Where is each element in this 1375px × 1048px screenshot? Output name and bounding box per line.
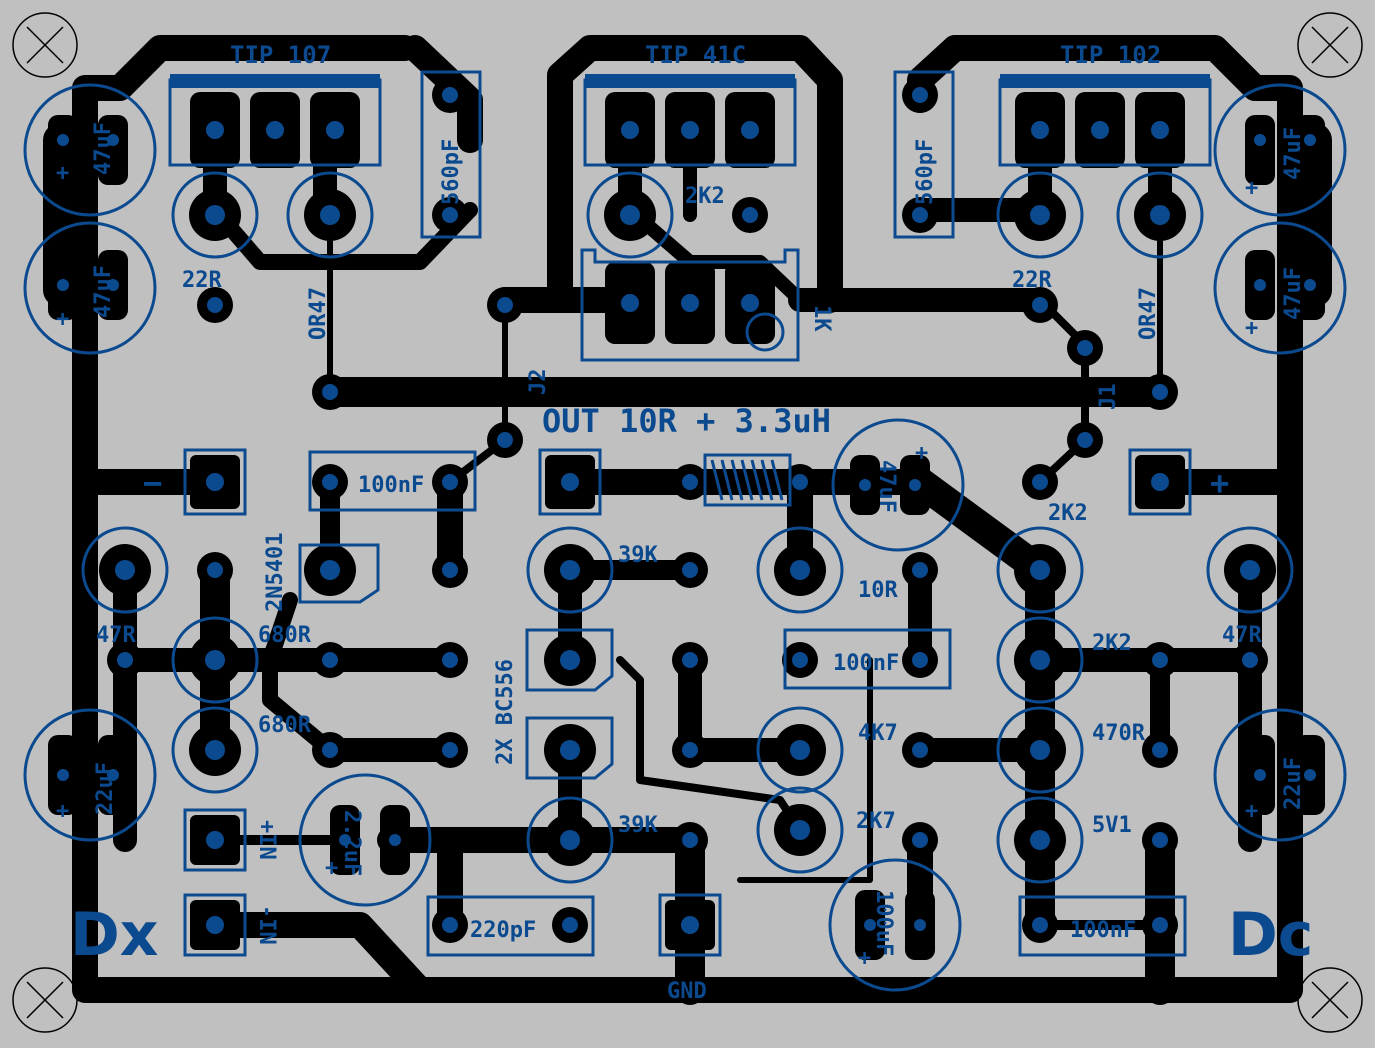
label-tip107: TIP 107: [230, 41, 331, 69]
label-plus-supply: +: [1210, 464, 1229, 502]
label-2-2uf: 2.2uF: [339, 810, 364, 876]
label-22uf-right: 22uF: [1281, 757, 1306, 810]
label-22uf-left: 22uF: [93, 762, 118, 815]
polarity-plus-tl1: +: [56, 161, 69, 186]
label-or47-right: OR47: [1136, 287, 1161, 340]
label-2k2-top: 2K2: [685, 184, 725, 209]
polarity-plus-br: +: [1245, 799, 1258, 824]
label-47uf-tr2: 47uF: [1281, 267, 1306, 320]
label-39k-bottom: 39K: [618, 813, 658, 838]
label-100nf-mid: 100nF: [833, 651, 899, 676]
polarity-plus-bl: +: [56, 799, 69, 824]
silkscreen-labels: TIP 107 TIP 41C TIP 102 560pF 560pF 22R …: [56, 41, 1313, 1004]
polarity-plus-tr2: +: [1245, 316, 1258, 341]
label-560pf-right: 560pF: [913, 139, 938, 205]
label-2k2-right2: 2K2: [1092, 631, 1132, 656]
label-dc: Dc: [1228, 900, 1313, 970]
label-or47-left: OR47: [306, 287, 331, 340]
label-out: OUT 10R + 3.3uH: [542, 402, 831, 440]
polarity-plus-100uf: +: [858, 946, 871, 971]
pad-holes: [57, 87, 1316, 934]
polarity-plus-tl2: +: [56, 307, 69, 332]
silkscreen-outlines: [23, 70, 1347, 992]
label-j1: J1: [1096, 384, 1121, 411]
label-tip41c: TIP 41C: [645, 41, 746, 69]
label-4k7: 4K7: [858, 721, 898, 746]
label-pot-1k: 1K: [809, 305, 834, 332]
label-22r-left: 22R: [182, 268, 222, 293]
label-gnd: GND: [667, 979, 707, 1004]
polarity-plus-mid: +: [915, 441, 928, 466]
label-100uf: 100uF: [871, 890, 896, 956]
label-47uf-tl1: 47uF: [91, 122, 116, 175]
label-47r-right: 47R: [1222, 623, 1262, 648]
label-dx: Dx: [70, 900, 159, 970]
label-39k-top: 39K: [618, 543, 658, 568]
label-2k7: 2K7: [856, 809, 896, 834]
label-47uf-tl2: 47uF: [91, 265, 116, 318]
label-47uf-mid: 47uF: [874, 460, 899, 513]
label-47uf-tr1: 47uF: [1281, 127, 1306, 180]
label-100nf-top: 100nF: [358, 473, 424, 498]
label-22r-right: 22R: [1012, 268, 1052, 293]
label-47r-left: 47R: [96, 623, 136, 648]
label-j2: J2: [526, 369, 551, 396]
label-5v1: 5V1: [1092, 813, 1132, 838]
label-220pf: 220pF: [470, 918, 536, 943]
label-10r: 10R: [858, 578, 898, 603]
label-in-minus: -IN: [254, 905, 279, 945]
label-560pf-left: 560pF: [439, 139, 464, 205]
label-tip102: TIP 102: [1060, 41, 1161, 69]
label-470r: 470R: [1092, 721, 1146, 746]
label-100nf-bottom: 100nF: [1070, 918, 1136, 943]
polarity-plus-tr1: +: [1245, 176, 1258, 201]
label-680r-2: 680R: [258, 713, 312, 738]
label-680r-1: 680R: [258, 623, 312, 648]
polarity-plus-2-2uf: +: [325, 856, 338, 881]
label-minus-supply: −: [143, 464, 162, 502]
label-bc556: 2X BC556: [493, 659, 518, 765]
label-2k2-right1: 2K2: [1048, 501, 1088, 526]
label-in-plus: +IN: [254, 820, 279, 860]
label-2n5401: 2N5401: [263, 533, 288, 612]
